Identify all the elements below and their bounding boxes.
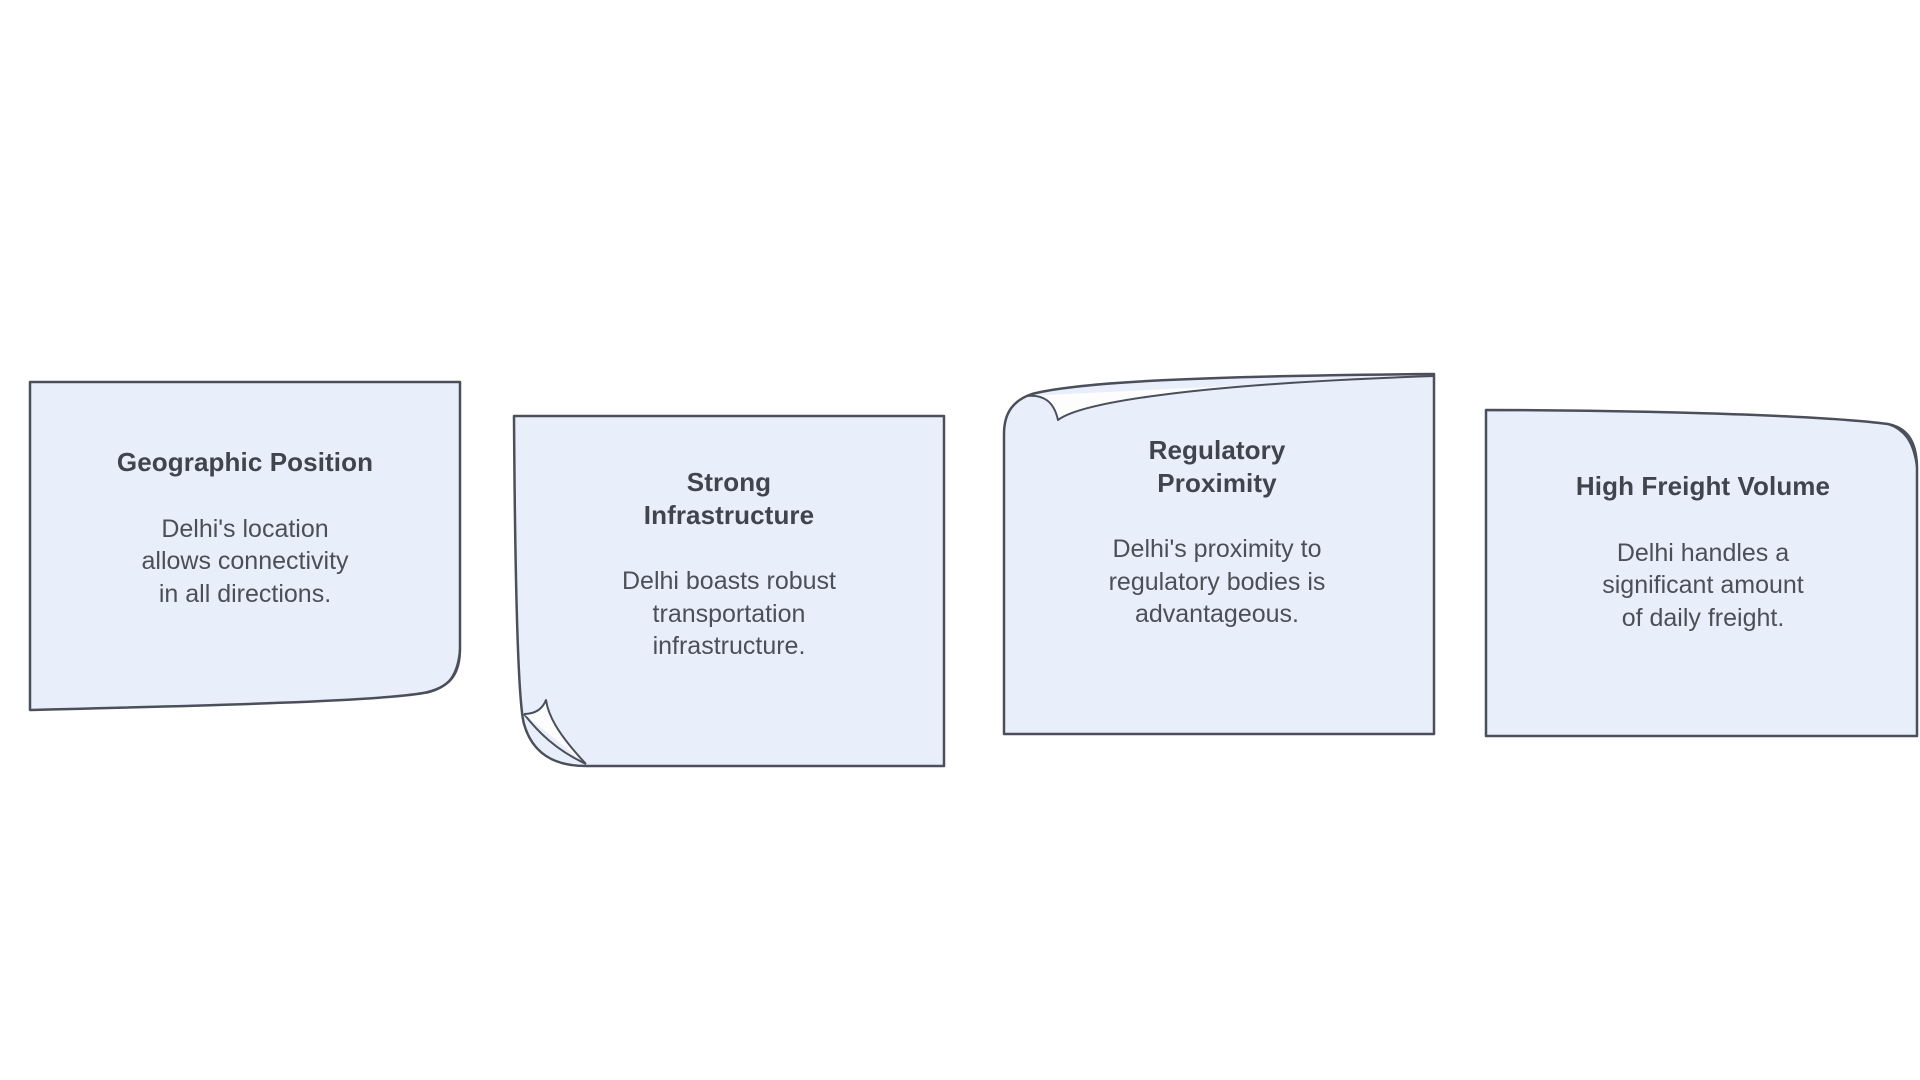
card-title: Geographic Position (116, 447, 374, 477)
card-content: Regulatory Proximity Delhi's proximity t… (998, 372, 1436, 736)
card-regulatory-proximity[interactable]: Regulatory Proximity Delhi's proximity t… (998, 372, 1436, 736)
card-content: Strong Infrastructure Delhi boasts robus… (512, 414, 946, 768)
card-title: Regulatory Proximity (1148, 435, 1286, 498)
card-content: Geographic Position Delhi's location all… (28, 380, 462, 714)
paper-shape-rounded-top-right (1484, 408, 1920, 738)
card-high-freight-volume[interactable]: High Freight Volume Delhi handles a sign… (1484, 408, 1920, 738)
card-content: High Freight Volume Delhi handles a sign… (1484, 408, 1920, 738)
card-description: Delhi's proximity to regulatory bodies i… (1108, 535, 1326, 628)
card-description: Delhi handles a significant amount of da… (1602, 538, 1804, 632)
card-title: Strong Infrastructure (643, 467, 815, 530)
paper-shape-curled-bottom-right (28, 380, 462, 714)
paper-shape-peeled-top-left (998, 372, 1436, 736)
paper-shape-curled-bottom-left (512, 414, 946, 768)
card-description: Delhi boasts robust transportation infra… (621, 567, 836, 660)
card-geographic-position[interactable]: Geographic Position Delhi's location all… (28, 380, 462, 714)
card-description: Delhi's location allows connectivity in … (141, 514, 349, 608)
card-strong-infrastructure[interactable]: Strong Infrastructure Delhi boasts robus… (512, 414, 946, 768)
card-title: High Freight Volume (1575, 471, 1831, 501)
